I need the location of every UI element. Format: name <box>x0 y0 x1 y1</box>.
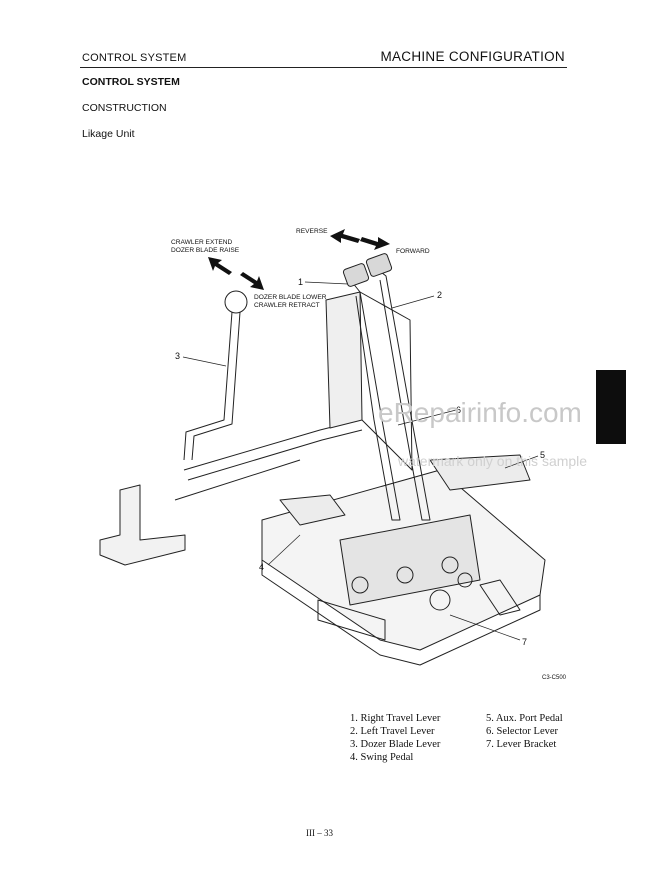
dozer-blade-lever-shaft <box>183 311 233 461</box>
blade-lower-arrow-icon <box>240 272 264 290</box>
header-rule <box>80 67 567 68</box>
label-dozer-blade-lower: DOZER BLADE LOWER <box>254 294 327 301</box>
callout-2: 2 <box>437 290 442 300</box>
header-section-label: CONTROL SYSTEM <box>82 52 187 64</box>
parts-list-item: 5. Aux. Port Pedal <box>486 713 563 724</box>
blade-raise-arrow-icon <box>208 257 232 275</box>
swing-pedal <box>279 494 346 526</box>
upright-frame <box>325 291 363 429</box>
dozer-blade-lever-knob <box>224 290 248 314</box>
parts-list-item: 2. Left Travel Lever <box>350 726 435 737</box>
label-forward: FORWARD <box>396 248 430 255</box>
left-bracket <box>99 484 186 566</box>
right-travel-lever <box>351 281 401 521</box>
label-dozer-blade-raise: DOZER BLADE RAISE <box>171 247 240 254</box>
section-title: CONTROL SYSTEM <box>82 76 180 88</box>
left-travel-lever-grip <box>365 253 393 277</box>
parts-list-item: 3. Dozer Blade Lever <box>350 739 441 750</box>
watermark-main: eRepairinfo.com <box>378 397 582 428</box>
page-number: III – 33 <box>306 828 333 838</box>
callout-3: 3 <box>175 351 180 361</box>
chapter-tab-marker <box>596 370 626 444</box>
parts-list-right: 5. Aux. Port Pedal 6. Selector Lever 7. … <box>486 712 563 751</box>
label-crawler-extend: CRAWLER EXTEND <box>171 239 233 246</box>
header-chapter-title: MACHINE CONFIGURATION <box>380 49 565 64</box>
label-reverse: REVERSE <box>296 228 328 235</box>
figure-code: C3-C500 <box>542 675 567 681</box>
subsection-title: CONSTRUCTION <box>82 102 167 114</box>
valve-block <box>339 514 481 606</box>
watermark-sub: watermark only on this sample <box>397 453 587 469</box>
direction-arrows <box>208 229 390 290</box>
right-travel-lever-grip <box>342 263 370 287</box>
aux-port-pedal <box>429 454 531 491</box>
unit-title: Likage Unit <box>82 128 135 140</box>
callout-5: 5 <box>540 450 545 460</box>
left-travel-lever <box>375 267 431 521</box>
forward-arrow-icon <box>360 237 390 250</box>
reverse-arrow-icon <box>330 229 360 243</box>
label-crawler-retract: CRAWLER RETRACT <box>254 302 320 309</box>
callout-4: 4 <box>259 562 264 572</box>
parts-list-item: 6. Selector Lever <box>486 726 559 737</box>
callout-1: 1 <box>298 277 303 287</box>
callout-6: 6 <box>456 405 461 415</box>
parts-list-left: 1. Right Travel Lever 2. Left Travel Lev… <box>350 712 440 764</box>
parts-list-item: 7. Lever Bracket <box>486 739 557 750</box>
parts-list-item: 4. Swing Pedal <box>350 752 414 763</box>
callout-7: 7 <box>522 637 527 647</box>
parts-list-item: 1. Right Travel Lever <box>350 713 441 724</box>
